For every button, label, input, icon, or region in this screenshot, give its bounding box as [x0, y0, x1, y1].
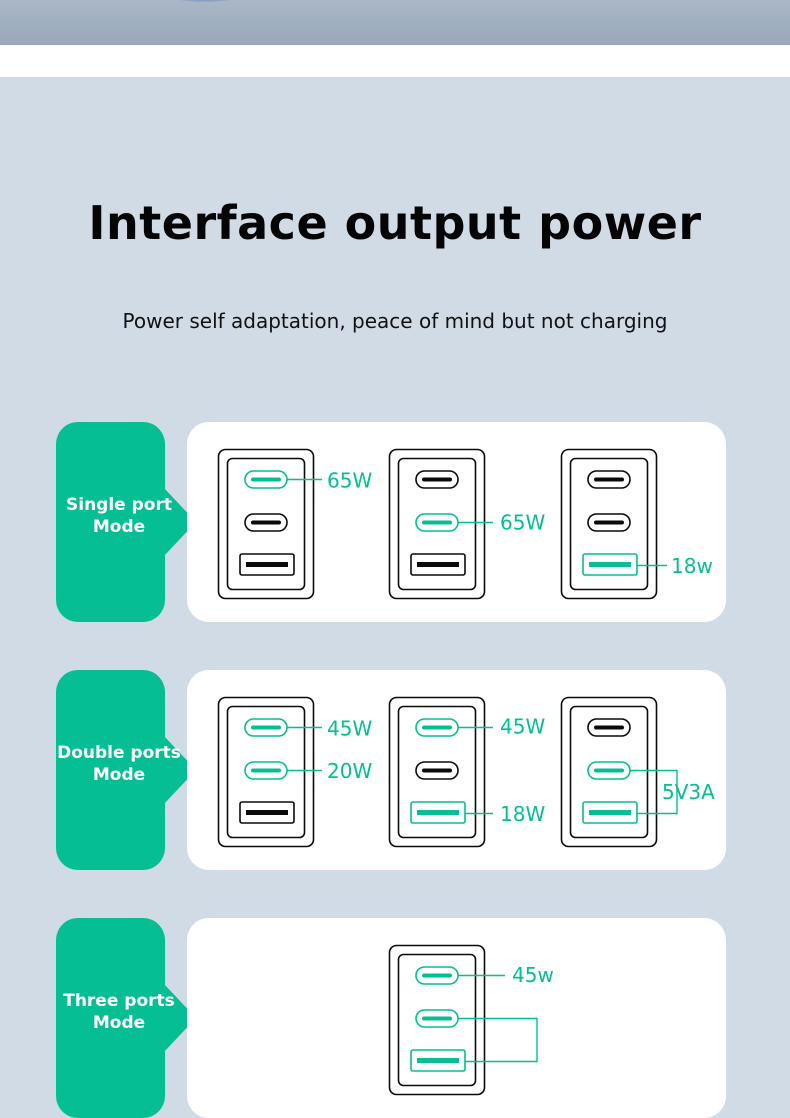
charger-icon: 45w	[388, 944, 554, 1096]
power-label: 45w	[512, 963, 554, 987]
mode-label-text: Single port Mode	[66, 495, 172, 537]
chargers-diagram: 65W 65W	[217, 448, 713, 600]
charger-icon: 45W 18W	[388, 696, 545, 848]
mode-card: 45w	[187, 918, 726, 1118]
mode-row-three: Three ports Mode 45w	[56, 918, 726, 1118]
mode-row-single: Single port Mode 65W	[56, 422, 726, 622]
mode-label-badge: Three ports Mode	[56, 918, 196, 1118]
power-label: 18W	[500, 802, 545, 826]
product-glow	[150, 0, 260, 2]
mode-row-double: Double ports Mode 45W 20W	[56, 670, 726, 870]
divider-strip	[0, 45, 790, 77]
page-subtitle: Power self adaptation, peace of mind but…	[122, 309, 668, 333]
mode-card: 45W 20W 45W 18W	[187, 670, 726, 870]
charger-icon: 5V3A	[560, 696, 715, 848]
power-label: 45W	[500, 715, 545, 739]
power-label: 18w	[671, 554, 713, 578]
mode-label-text: Double ports Mode	[57, 743, 181, 785]
chargers-diagram: 45w	[388, 944, 554, 1096]
power-label: 20W	[327, 759, 372, 783]
page-title: Interface output power	[88, 196, 702, 250]
power-label: 45W	[327, 717, 372, 741]
mode-label-badge: Double ports Mode	[56, 670, 196, 870]
mode-card: 65W 65W	[187, 422, 726, 622]
top-banner-image	[0, 0, 790, 45]
mode-label-text: Three ports Mode	[63, 991, 175, 1033]
chargers-diagram: 45W 20W 45W 18W	[217, 696, 715, 848]
power-label: 5V3A	[662, 780, 715, 804]
power-label: 65W	[327, 469, 372, 493]
charger-icon: 65W	[388, 448, 545, 600]
power-label: 65W	[500, 511, 545, 535]
charger-icon: 65W	[217, 448, 372, 600]
charger-icon: 18w	[560, 448, 713, 600]
mode-label-badge: Single port Mode	[56, 422, 196, 622]
charger-icon: 45W 20W	[217, 696, 372, 848]
